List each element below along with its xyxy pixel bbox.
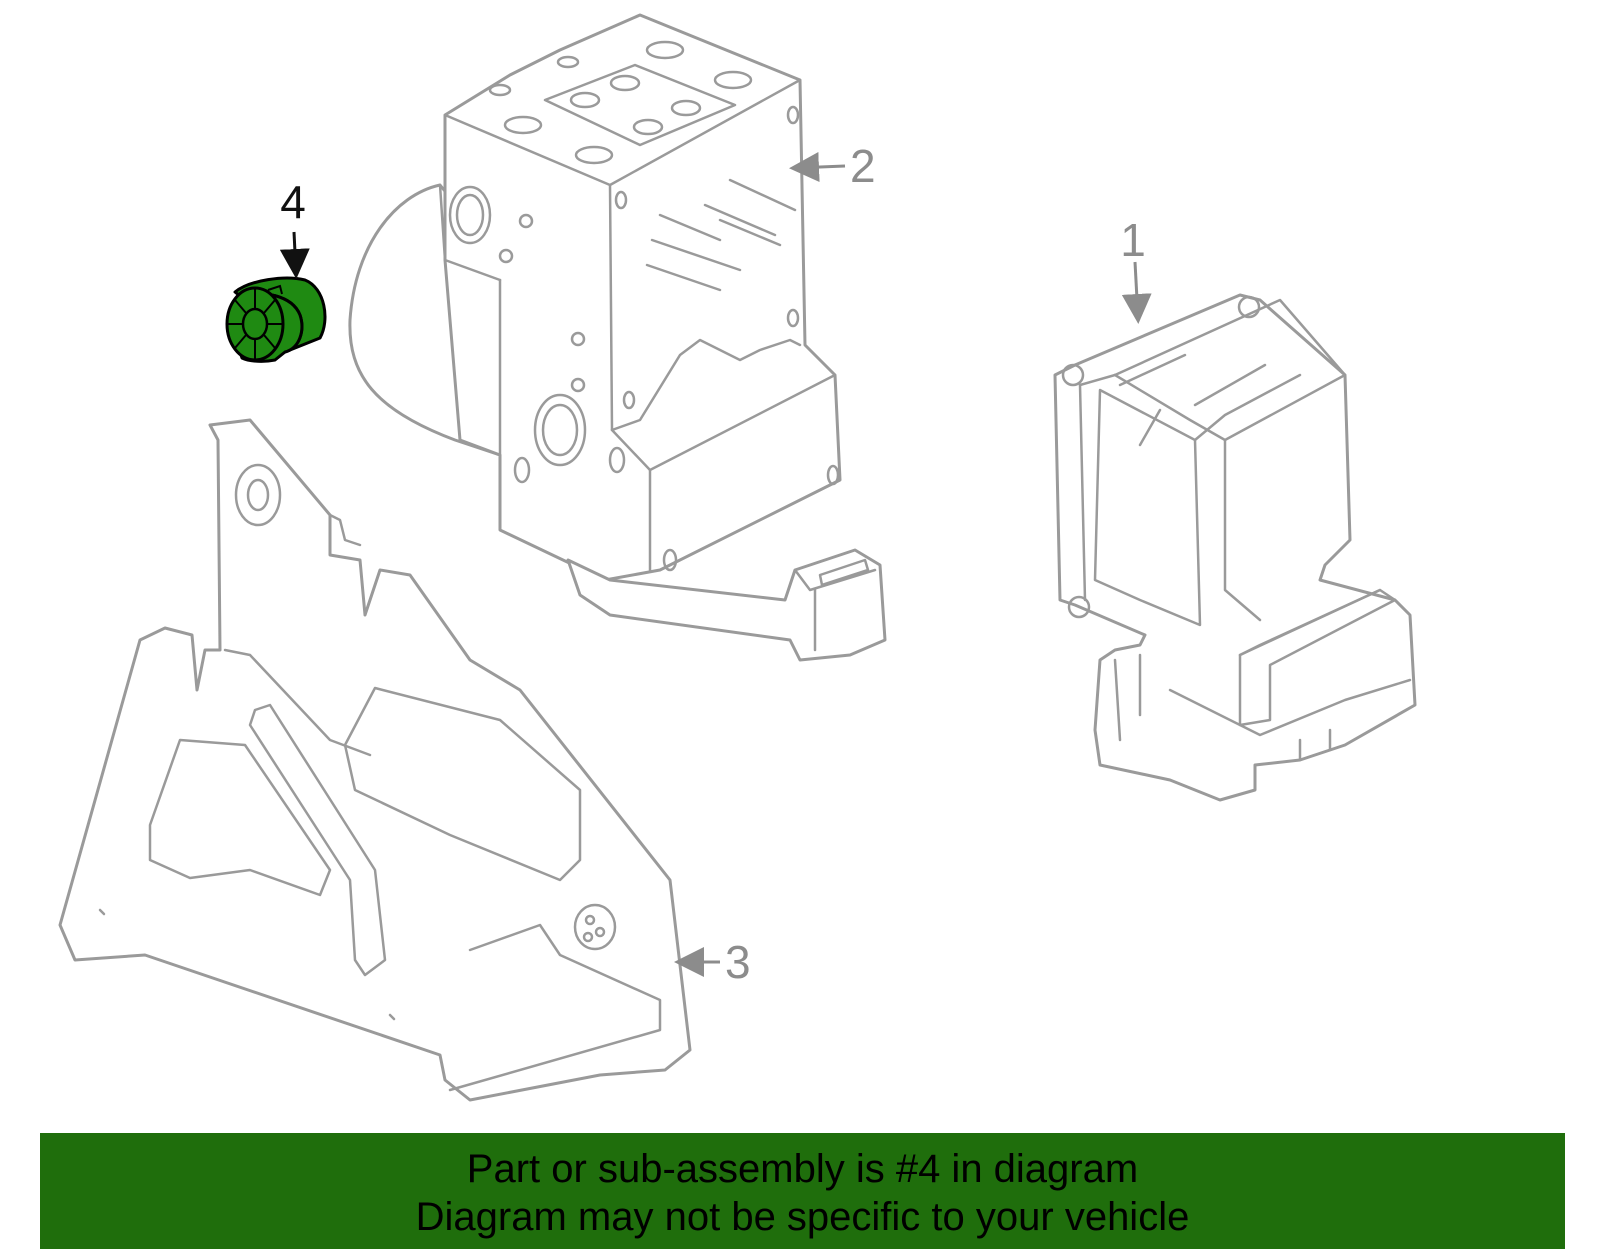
callout-2-arrow	[789, 152, 846, 183]
callout-3-label: 3	[725, 936, 751, 988]
info-banner: Part or sub-assembly is #4 in diagram Di…	[40, 1133, 1565, 1249]
part-3-bracket	[58, 418, 692, 1102]
part-1-control-module	[1053, 293, 1417, 802]
callout-2-label: 2	[850, 140, 876, 192]
banner-line-part: Part or sub-assembly is #4 in diagram	[466, 1147, 1139, 1191]
callout-4-arrow	[279, 231, 310, 279]
part-2-modulator	[348, 13, 887, 662]
part-4-bushing	[225, 276, 327, 363]
callout-4-label: 4	[280, 176, 306, 228]
banner-line-disclaimer: Diagram may not be specific to your vehi…	[415, 1195, 1190, 1239]
callout-1-arrow	[1121, 261, 1152, 324]
callout-1-label: 1	[1120, 214, 1146, 266]
